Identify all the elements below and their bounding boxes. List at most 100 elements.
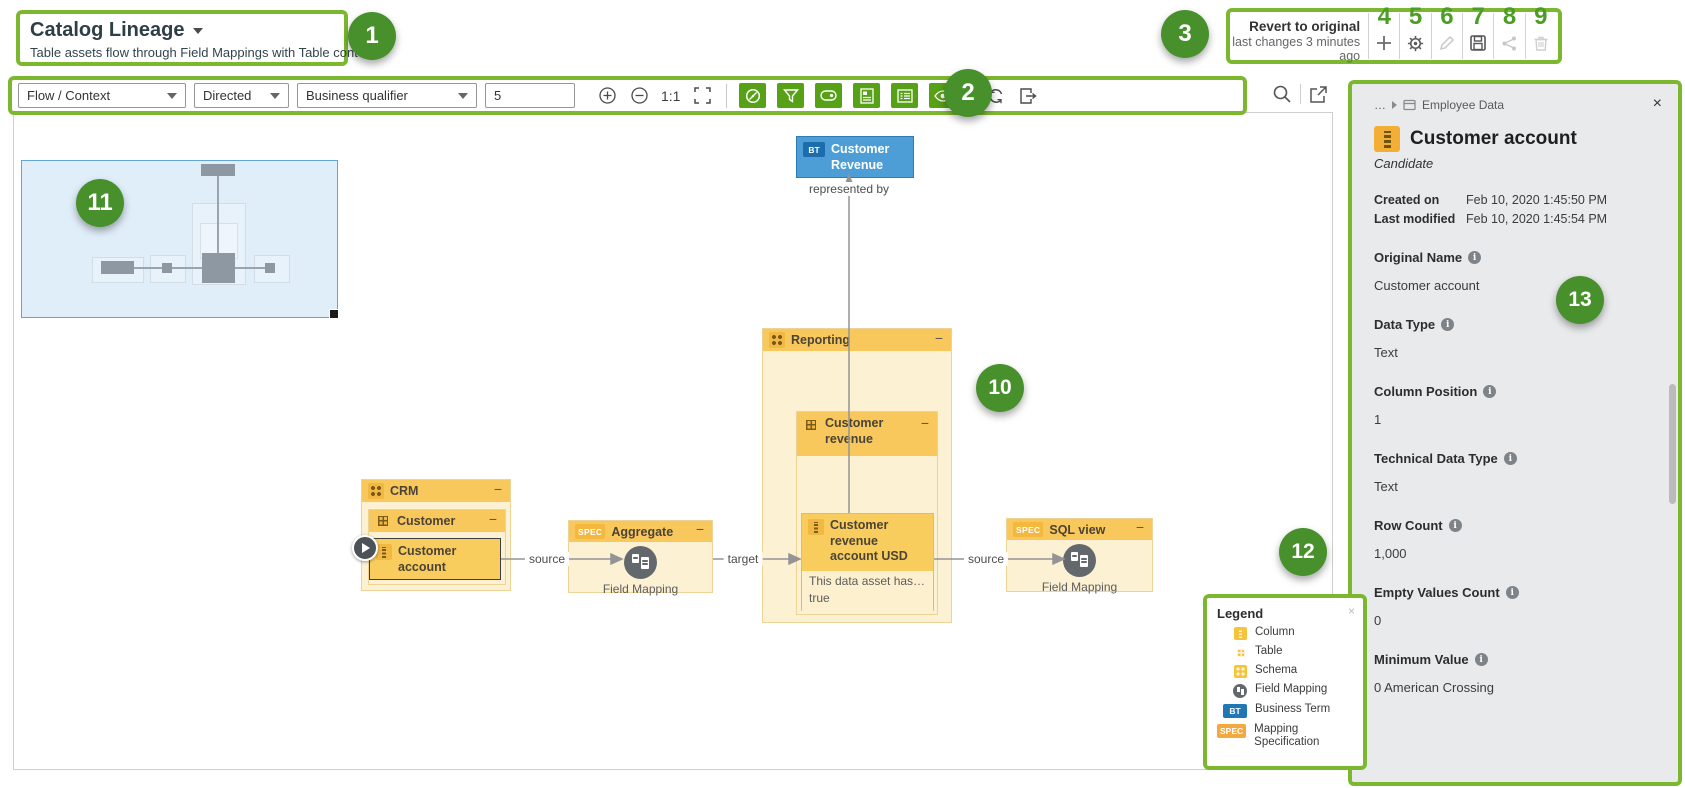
breadcrumb[interactable]: … Employee Data (1374, 98, 1658, 112)
add-button[interactable] (1372, 31, 1396, 55)
save-action-cell: 7 (1462, 5, 1493, 59)
minimap-resize-handle[interactable] (329, 309, 339, 319)
collapse-button[interactable]: − (934, 330, 943, 346)
list-view-button[interactable] (891, 83, 919, 108)
field-mapping-caption: Field Mapping (602, 582, 679, 596)
label-button[interactable] (815, 83, 843, 108)
info-icon[interactable]: i (1441, 318, 1455, 331)
breadcrumb-ellipsis[interactable]: … (1374, 98, 1386, 112)
info-icon[interactable]: i (1474, 653, 1488, 666)
revert-to-original-button[interactable]: Revert to original (1249, 19, 1361, 34)
field-mapping-icon[interactable] (624, 546, 657, 579)
gear-icon[interactable] (1404, 31, 1428, 55)
legend-item: Schema (1217, 664, 1353, 678)
minimap-outline (254, 255, 290, 283)
trash-icon[interactable] (1529, 31, 1553, 55)
legend-panel: Legend × Column Table Schema Field Mappi… (1203, 594, 1367, 770)
close-icon[interactable]: × (1347, 604, 1355, 618)
last-modified-value: Feb 10, 2020 1:45:54 PM (1466, 212, 1608, 226)
schema-icon (769, 332, 785, 348)
filter-button[interactable] (777, 83, 805, 108)
zoom-ratio-button[interactable]: 1:1 (661, 87, 681, 104)
collapse-button[interactable]: − (493, 481, 502, 497)
info-icon[interactable]: i (1483, 385, 1497, 398)
attribute-field: Original Name i Customer account (1374, 250, 1658, 293)
export-icon[interactable] (1016, 84, 1040, 108)
annotation-circle-3: 3 (1161, 10, 1209, 58)
mapping-spec-icon: SPEC (1217, 724, 1247, 738)
crm-header[interactable]: CRM − (362, 480, 510, 502)
collapse-button[interactable]: − (920, 415, 929, 431)
collapse-button[interactable]: − (695, 521, 704, 537)
lineage-canvas[interactable]: BT Customer Revenue Reporting − Customer… (13, 112, 1333, 770)
info-icon[interactable]: i (1503, 452, 1517, 465)
last-modified-label: Last modified (1374, 212, 1456, 226)
customer-account-node[interactable]: Customer account (369, 538, 501, 580)
open-in-new-icon[interactable] (1309, 85, 1328, 104)
info-icon[interactable]: i (1468, 251, 1482, 264)
field-mapping-icon[interactable] (1063, 544, 1096, 577)
status-badge: Candidate (1374, 156, 1434, 171)
customer-table-header[interactable]: Customer − (369, 510, 505, 532)
reporting-header[interactable]: Reporting − (763, 329, 951, 351)
flow-context-value: Flow / Context (27, 88, 111, 103)
annotation-number-8: 8 (1502, 3, 1517, 30)
qualifier-select[interactable]: Business qualifier (297, 83, 477, 108)
attribute-value: 0 American Crossing (1374, 680, 1494, 695)
chevron-down-icon (193, 27, 204, 34)
chevron-right-icon (1392, 101, 1397, 109)
save-icon[interactable] (1466, 31, 1490, 55)
depth-input[interactable]: 5 (485, 83, 575, 108)
zoom-in-icon[interactable] (595, 84, 619, 108)
asset-title-row: Customer account (1374, 126, 1658, 152)
search-icon[interactable] (1272, 84, 1292, 104)
pencil-icon[interactable] (1435, 31, 1459, 55)
annotation-circle-10: 10 (976, 364, 1024, 412)
scrollbar-thumb[interactable] (1669, 384, 1676, 504)
share-icon[interactable] (1498, 31, 1522, 55)
attribute-label: Technical Data Type (1374, 451, 1498, 466)
customer-revenue-account-node[interactable]: Customer revenue account USD This data a… (801, 513, 934, 612)
chevron-down-icon (167, 92, 177, 99)
canvas-corner-tools (1272, 84, 1328, 104)
zoom-out-icon[interactable] (627, 84, 651, 108)
collapse-button[interactable]: − (1135, 519, 1144, 535)
attribute-label: Column Position (1374, 384, 1478, 399)
play-button[interactable] (352, 535, 378, 561)
created-on-value: Feb 10, 2020 1:45:50 PM (1466, 193, 1608, 207)
created-on-label: Created on (1374, 193, 1440, 207)
sql-view-spec-node[interactable]: SPEC SQL view − Field Mapping (1006, 518, 1153, 594)
info-icon[interactable]: i (1448, 519, 1462, 532)
details-card-button[interactable] (853, 83, 881, 108)
schema-icon (1234, 665, 1247, 678)
add-action-cell: 4 (1368, 5, 1399, 59)
flow-context-select[interactable]: Flow / Context (18, 83, 186, 108)
chevron-down-icon (270, 92, 280, 99)
aggregate-header[interactable]: SPEC Aggregate − (569, 521, 712, 542)
close-icon[interactable]: × (1652, 95, 1662, 112)
attribute-fields: Original Name i Customer account Data Ty… (1374, 250, 1658, 695)
annotation-circle-13: 13 (1556, 276, 1604, 324)
navigation-mode-button[interactable] (739, 83, 767, 108)
crm-label: CRM (390, 484, 419, 498)
aggregate-spec-node[interactable]: SPEC Aggregate − Field Mapping (568, 520, 713, 596)
business-term-node[interactable]: BT Customer Revenue (796, 136, 914, 178)
sql-view-header[interactable]: SPEC SQL view − (1007, 519, 1152, 540)
sql-view-label: SQL view (1049, 522, 1106, 537)
collapse-button[interactable]: − (488, 511, 497, 527)
direction-select[interactable]: Directed (194, 83, 289, 108)
revert-text[interactable]: Revert to original last changes 3 minute… (1232, 19, 1360, 63)
page-title-row[interactable]: Catalog Lineage (30, 19, 334, 42)
customer-revenue-header[interactable]: Customer revenue − (797, 412, 937, 456)
edge-label-source: source (524, 552, 570, 566)
customer-revenue-account-label: Customer revenue account USD (830, 518, 908, 564)
legend-item: Table (1217, 645, 1353, 659)
info-icon[interactable]: i (1505, 586, 1519, 599)
fit-to-screen-icon[interactable] (690, 84, 714, 108)
annotation-circle-11: 11 (76, 179, 124, 227)
minimap[interactable] (21, 160, 339, 319)
settings-action-cell: 5 (1399, 5, 1430, 59)
annotation-circle-12: 12 (1279, 528, 1327, 576)
edge-label-represented-by: represented by (804, 182, 894, 196)
breadcrumb-item[interactable]: Employee Data (1422, 98, 1505, 112)
